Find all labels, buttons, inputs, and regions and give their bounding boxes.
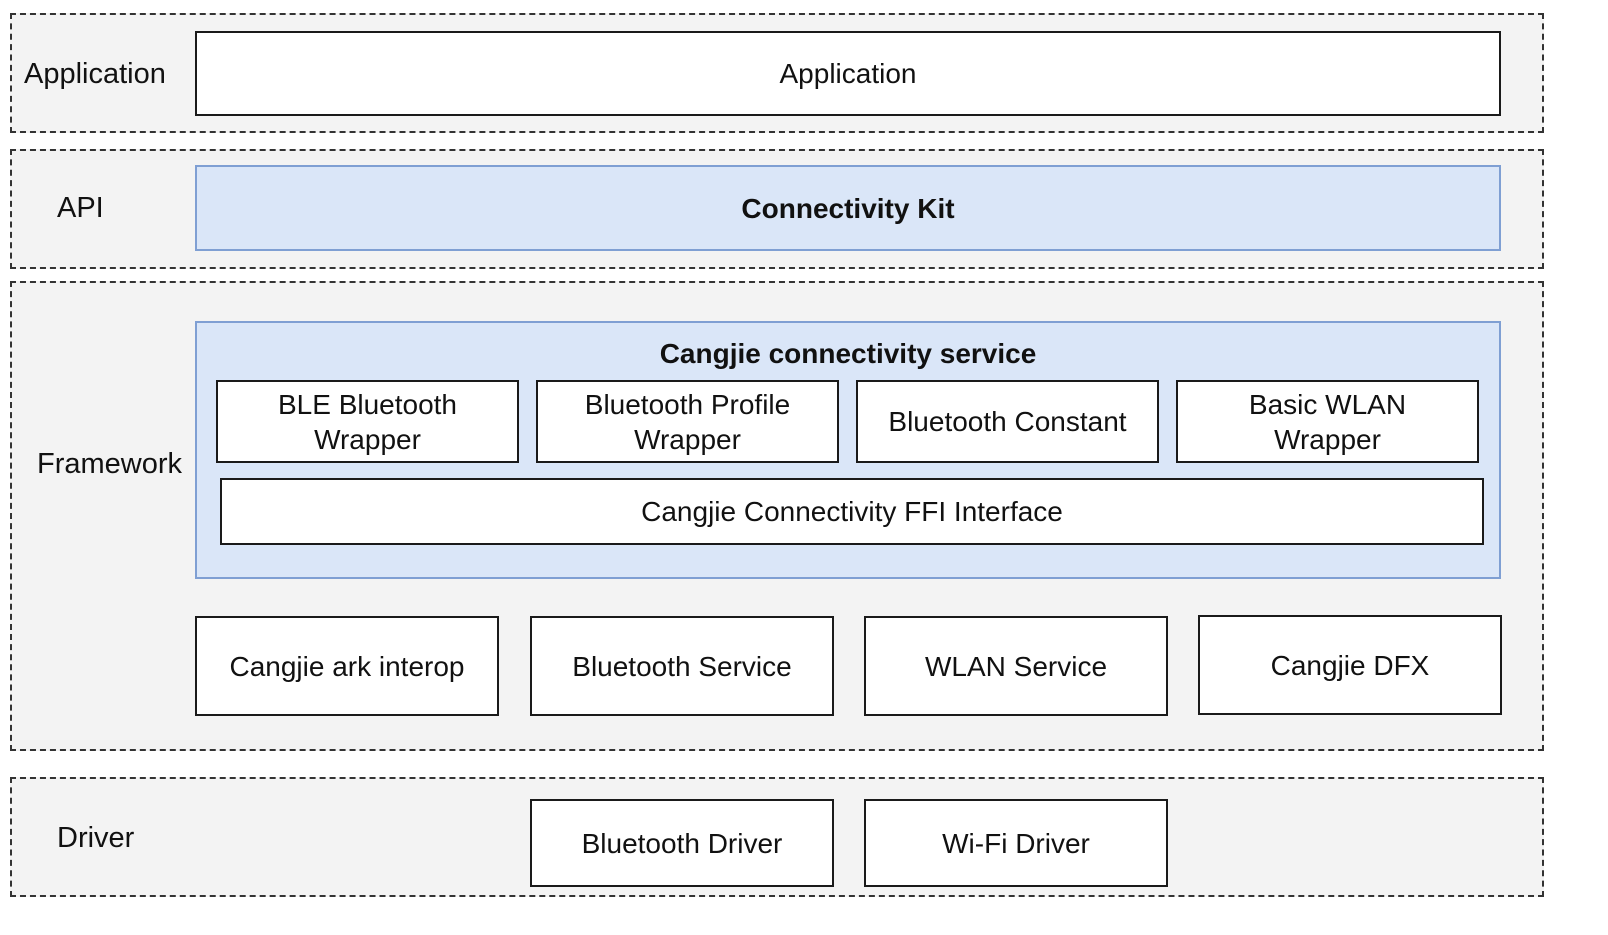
basic-wlan-wrapper-label: Basic WLAN Wrapper — [1248, 388, 1407, 455]
bluetooth-profile-wrapper-label: Bluetooth Profile Wrapper — [584, 388, 791, 455]
bluetooth-driver-box: Bluetooth Driver — [530, 799, 834, 887]
ffi-interface-box: Cangjie Connectivity FFI Interface — [220, 478, 1484, 545]
application-box: Application — [195, 31, 1501, 116]
connectivity-service-container: Cangjie connectivity service BLE Bluetoo… — [195, 321, 1501, 579]
application-layer: Application Application — [10, 13, 1544, 133]
bluetooth-service-label: Bluetooth Service — [572, 650, 792, 682]
api-layer-label: API — [57, 192, 104, 224]
wifi-driver-label: Wi-Fi Driver — [942, 827, 1090, 859]
connectivity-service-title: Cangjie connectivity service — [659, 338, 1037, 369]
bluetooth-profile-wrapper-box: Bluetooth Profile Wrapper — [536, 380, 839, 463]
ble-bluetooth-wrapper-box: BLE Bluetooth Wrapper — [216, 380, 519, 463]
application-box-label: Application — [779, 58, 917, 89]
connectivity-kit-label: Connectivity Kit — [741, 192, 955, 224]
api-layer: API Connectivity Kit — [10, 149, 1544, 269]
ffi-interface-label: Cangjie Connectivity FFI Interface — [641, 496, 1063, 527]
driver-layer: Driver Bluetooth Driver Wi-Fi Driver — [10, 777, 1544, 897]
bluetooth-driver-label: Bluetooth Driver — [581, 827, 783, 859]
bluetooth-constant-label: Bluetooth Constant — [888, 406, 1127, 437]
framework-layer-label: Framework — [37, 448, 183, 480]
wlan-service-label: WLAN Service — [924, 650, 1108, 682]
wifi-driver-box: Wi-Fi Driver — [864, 799, 1168, 887]
application-layer-label: Application — [24, 58, 166, 90]
cangjie-dfx-box: Cangjie DFX — [1198, 615, 1502, 715]
cangjie-dfx-label: Cangjie DFX — [1270, 649, 1430, 681]
cangjie-ark-interop-box: Cangjie ark interop — [195, 616, 499, 716]
bluetooth-constant-box: Bluetooth Constant — [856, 380, 1159, 463]
connectivity-kit-box: Connectivity Kit — [195, 165, 1501, 251]
bluetooth-service-box: Bluetooth Service — [530, 616, 834, 716]
framework-layer: Framework Cangjie connectivity service B… — [10, 281, 1544, 751]
driver-layer-label: Driver — [57, 822, 135, 854]
cangjie-ark-interop-label: Cangjie ark interop — [229, 650, 465, 682]
basic-wlan-wrapper-box: Basic WLAN Wrapper — [1176, 380, 1479, 463]
ble-bluetooth-wrapper-label: BLE Bluetooth Wrapper — [277, 388, 458, 455]
wlan-service-box: WLAN Service — [864, 616, 1168, 716]
